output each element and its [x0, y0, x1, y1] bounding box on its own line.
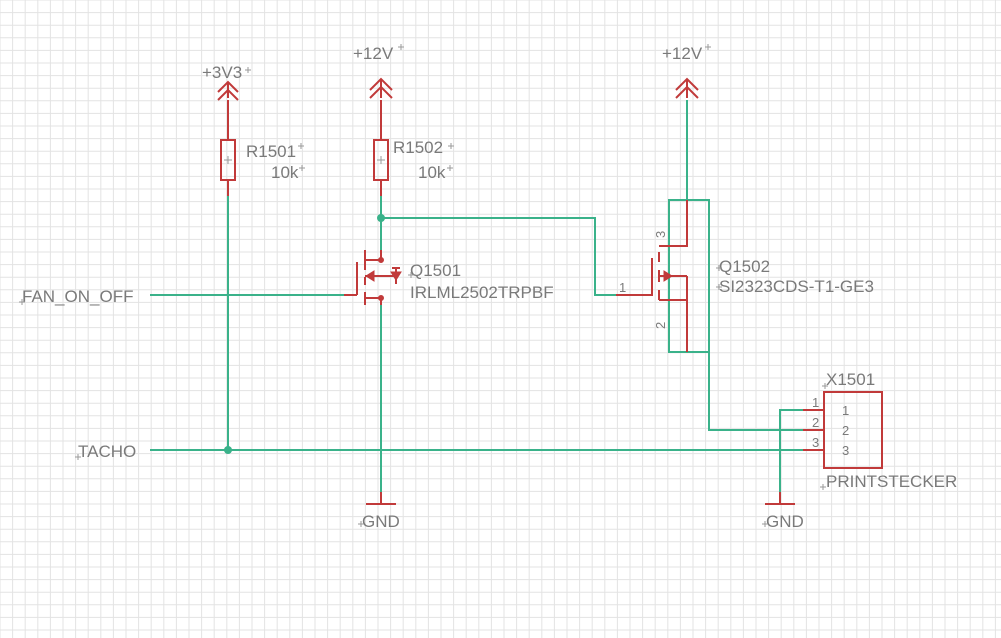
gnd-left[interactable]: GND [362, 492, 400, 531]
junction-tacho [224, 446, 232, 454]
connector-x1501[interactable]: 1 2 3 1 2 3 X1501 PRINTSTECKER [803, 370, 957, 491]
wires [150, 100, 803, 502]
supply-12v-right[interactable]: +12V [662, 44, 703, 99]
net-label-tacho[interactable]: TACHO [78, 442, 136, 461]
junction-drain [377, 214, 385, 222]
x1501-body-pin-2: 2 [842, 423, 849, 438]
x1501-pin-2: 2 [812, 415, 819, 430]
supply-3v3-label: +3V3 [202, 63, 242, 82]
mosfet-q1502[interactable]: 1 2 3 Q1502 SI2323CDS-T1-GE3 [616, 200, 874, 352]
gnd-right[interactable]: GND [765, 492, 804, 531]
gnd-right-label: GND [766, 512, 804, 531]
wire-connector-pin1-to-gnd [779, 409, 803, 502]
supply-12v-left[interactable]: +12V [353, 44, 394, 99]
resistor-r1502[interactable]: R1502 10k [373, 100, 446, 196]
supply-12v-left-label: +12V [353, 44, 394, 63]
x1501-value: PRINTSTECKER [826, 472, 957, 491]
wire-drain-net [381, 217, 616, 296]
q1502-pin-gate: 1 [619, 280, 626, 295]
r1502-name: R1502 [393, 138, 443, 157]
r1501-value: 10k [271, 163, 299, 182]
mosfet-q1501[interactable]: Q1501 IRLML2502TRPBF [344, 250, 554, 305]
q1501-name: Q1501 [410, 261, 461, 280]
net-label-fan-on-off[interactable]: FAN_ON_OFF [22, 287, 133, 306]
r1502-value: 10k [418, 163, 446, 182]
q1502-value: SI2323CDS-T1-GE3 [719, 277, 874, 296]
r1501-name: R1501 [246, 142, 296, 161]
supply-12v-right-label: +12V [662, 44, 703, 63]
x1501-pin-3: 3 [812, 435, 819, 450]
resistor-r1501[interactable]: R1501 10k [220, 100, 299, 196]
x1501-name: X1501 [826, 370, 875, 389]
wire-q1502-to-connector [708, 352, 803, 431]
x1501-body-pin-3: 3 [842, 443, 849, 458]
origin-markers [19, 44, 828, 527]
q1502-pin-drain: 3 [653, 231, 668, 238]
q1502-name: Q1502 [719, 257, 770, 276]
supply-3v3[interactable]: +3V3 [202, 63, 242, 101]
x1501-pin-1: 1 [812, 395, 819, 410]
q1501-value: IRLML2502TRPBF [410, 283, 554, 302]
q1502-pin-source: 2 [653, 322, 668, 329]
gnd-left-label: GND [362, 512, 400, 531]
x1501-body-pin-1: 1 [842, 403, 849, 418]
